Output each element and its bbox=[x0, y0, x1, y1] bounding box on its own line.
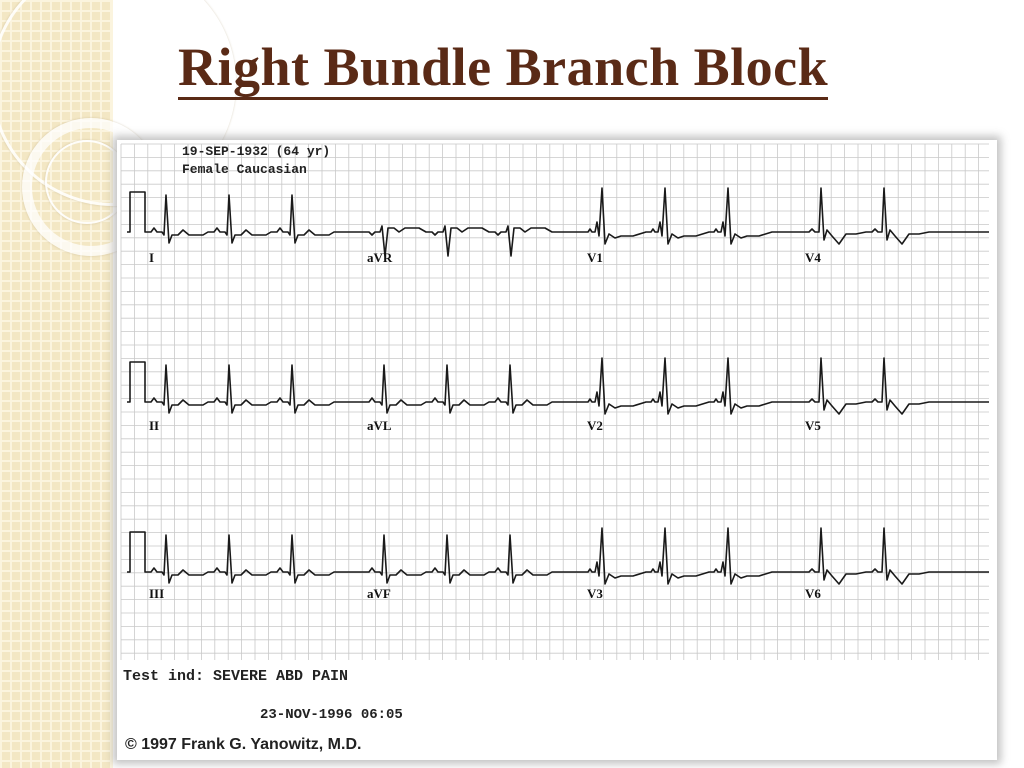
trace-lead-V2 bbox=[583, 357, 803, 415]
trace-lead-II bbox=[127, 361, 363, 414]
lead-label-II: II bbox=[149, 418, 160, 433]
trace-lead-I bbox=[127, 191, 363, 244]
slide-title: Right Bundle Branch Block bbox=[178, 32, 968, 102]
trace-lead-aVF bbox=[363, 534, 583, 584]
trace-lead-V3 bbox=[583, 527, 803, 585]
lead-label-V4: V4 bbox=[805, 250, 821, 265]
patient-info: Female Caucasian bbox=[182, 162, 307, 177]
slide-title-text: Right Bundle Branch Block bbox=[178, 37, 829, 100]
ecg-traces bbox=[127, 187, 989, 585]
trace-lead-aVR bbox=[363, 225, 583, 257]
lead-label-III: III bbox=[149, 586, 165, 601]
lead-label-V1: V1 bbox=[587, 250, 603, 265]
lead-label-aVL: aVL bbox=[367, 418, 392, 433]
trace-lead-III bbox=[127, 531, 363, 584]
lead-label-aVF: aVF bbox=[367, 586, 391, 601]
ecg-image: 19-SEP-1932 (64 yr) Female Caucasian I a… bbox=[117, 140, 997, 760]
copyright-notice: © 1997 Frank G. Yanowitz, M.D. bbox=[125, 736, 362, 753]
side-strip-edge bbox=[110, 0, 113, 768]
recording-date: 23-NOV-1996 06:05 bbox=[260, 707, 403, 723]
trace-lead-V1 bbox=[583, 187, 803, 245]
lead-label-I: I bbox=[149, 250, 155, 265]
lead-label-V2: V2 bbox=[587, 418, 603, 433]
lead-label-V6: V6 bbox=[805, 586, 821, 601]
trace-lead-V4 bbox=[803, 187, 989, 245]
ecg-tracing bbox=[120, 143, 989, 660]
trace-lead-V6 bbox=[803, 527, 989, 585]
trace-lead-V5 bbox=[803, 357, 989, 415]
lead-label-aVR: aVR bbox=[367, 250, 393, 265]
patient-dob: 19-SEP-1932 (64 yr) bbox=[182, 144, 331, 159]
lead-label-V5: V5 bbox=[805, 418, 821, 433]
trace-lead-aVL bbox=[363, 364, 583, 414]
lead-label-V3: V3 bbox=[587, 586, 603, 601]
test-indication: Test ind: SEVERE ABD PAIN bbox=[123, 668, 349, 685]
